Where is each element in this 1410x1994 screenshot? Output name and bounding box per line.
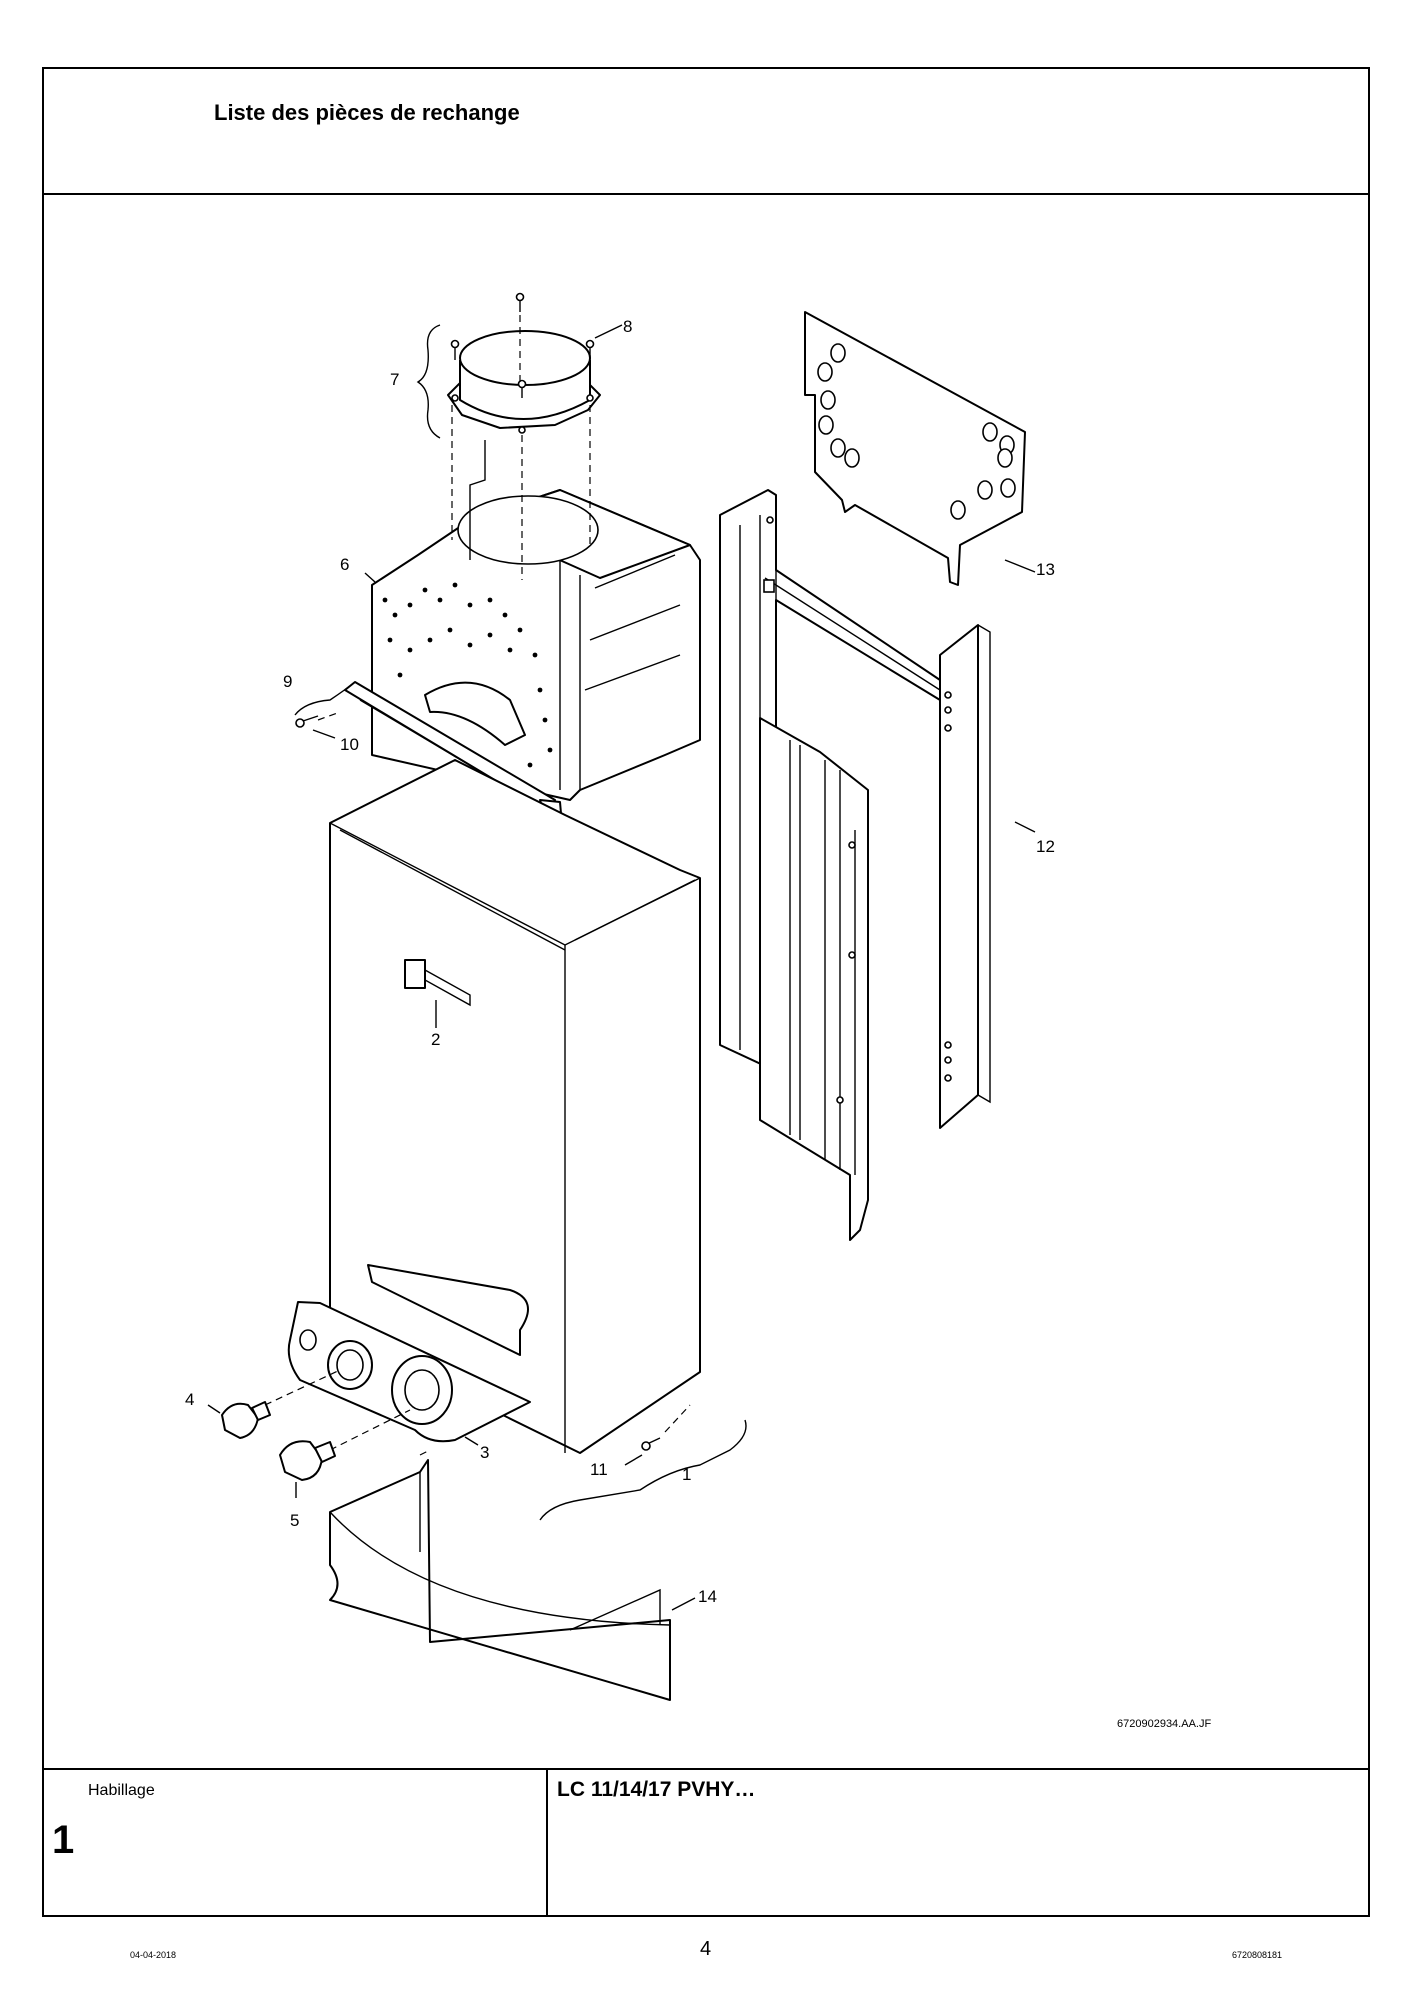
part-10-screw [295,715,319,728]
part-1-front-casing [329,759,701,1454]
page-frame [42,67,1370,1917]
callout-8: 8 [623,317,632,336]
part-4-knob [221,1401,271,1439]
part-5-knob [279,1440,336,1481]
section-number: 1 [52,1818,75,1862]
section-label: Habillage [88,1782,155,1799]
part-11-screw [641,1404,691,1451]
document-code: 6720808181 [1232,1950,1283,1960]
footer-column-divider [546,1768,548,1917]
callout-5: 5 [290,1511,299,1530]
callout-14: 14 [698,1587,717,1606]
leader-lines [207,324,1036,1611]
brace-part-9 [294,681,356,716]
header-divider [42,193,1370,195]
part-3-control-bezel [264,1301,531,1451]
callout-4: 4 [185,1390,194,1409]
callout-3: 3 [480,1443,489,1462]
callout-9: 9 [283,672,292,691]
page-title: Liste des pièces de rechange [214,100,520,125]
callout-10: 10 [340,735,359,754]
brace-part-7 [416,324,441,439]
part-6-combustion-hood [371,440,701,801]
part-2-brand-badge [404,959,471,1007]
page-number: 4 [700,1938,712,1960]
part-13-mounting-plate [804,311,1026,586]
callout-1: 1 [682,1465,691,1484]
model-designation: LC 11/14/17 PVHY… [557,1778,756,1801]
brace-part-1 [539,1419,747,1521]
callout-13: 13 [1036,560,1055,579]
callout-12: 12 [1036,837,1055,856]
part-14-bottom-cover [329,1449,671,1701]
part-8-screws [450,292,595,580]
callout-2: 2 [431,1030,440,1049]
callout-6: 6 [340,555,349,574]
part-12-side-panel [939,624,991,1129]
footer-date: 04-04-2018 [130,1950,177,1960]
figure-reference: 6720902934.AA.JF [1117,1718,1212,1730]
footer-divider [42,1768,1370,1770]
rear-chassis-frame [719,489,941,1241]
callout-11: 11 [590,1460,608,1479]
callout-7: 7 [390,370,399,389]
part-7-flue-collar [447,330,601,434]
